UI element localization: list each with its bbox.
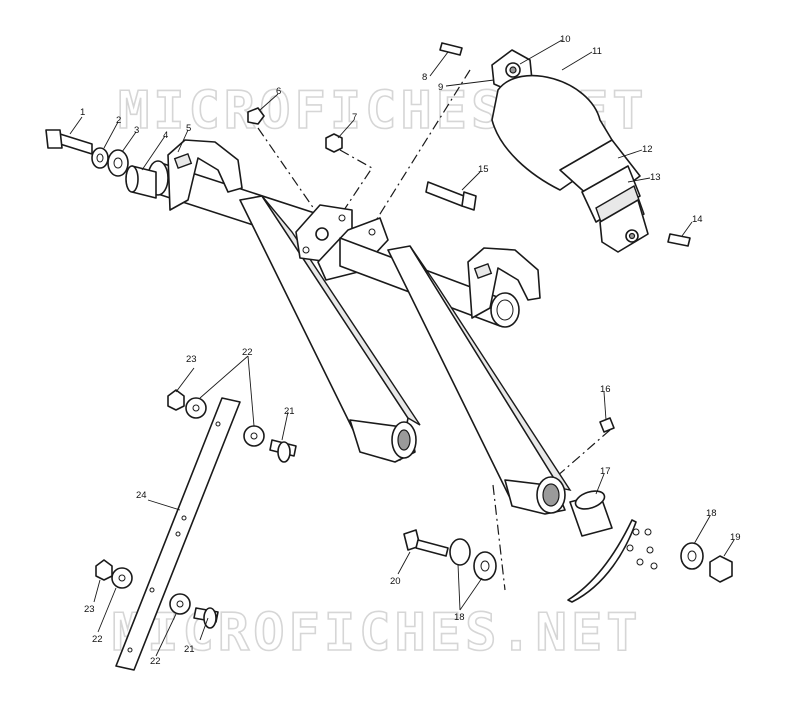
left-hardware	[45, 129, 157, 199]
callout-20: 20	[390, 576, 401, 587]
callout-13: 13	[650, 172, 661, 183]
callout-7: 7	[352, 112, 357, 123]
callout-23-upper: 23	[186, 354, 197, 365]
callout-22-lower: 22	[150, 656, 161, 667]
callout-6: 6	[276, 86, 281, 97]
callout-15: 15	[478, 164, 489, 175]
callout-2: 2	[116, 115, 121, 126]
callout-21-lower: 21	[184, 644, 195, 655]
callout-14: 14	[692, 214, 703, 225]
callout-1: 1	[80, 107, 85, 118]
callout-22-lower-left: 22	[92, 634, 103, 645]
shock-absorber	[439, 42, 691, 253]
callout-23-lower: 23	[84, 604, 95, 615]
callout-21-upper: 21	[284, 406, 295, 417]
callout-8: 8	[422, 72, 427, 83]
right-swing-arm	[339, 237, 572, 515]
callout-24: 24	[136, 490, 147, 501]
upper-hardware	[247, 107, 477, 211]
callout-3: 3	[134, 125, 139, 136]
leader-lines	[69, 39, 735, 657]
callout-12: 12	[642, 144, 653, 155]
strap-assembly	[95, 389, 297, 671]
callout-9: 9	[438, 82, 443, 93]
callout-22-upper: 22	[242, 347, 253, 358]
callout-17: 17	[600, 466, 611, 477]
callout-19: 19	[730, 532, 741, 543]
lower-right-hardware	[403, 417, 733, 603]
callout-18-bottom: 18	[454, 612, 465, 623]
callout-10: 10	[560, 34, 571, 45]
callout-4: 4	[163, 130, 168, 141]
callout-18-right: 18	[706, 508, 717, 519]
callout-11: 11	[592, 46, 602, 57]
callout-5: 5	[186, 123, 191, 134]
callout-16: 16	[600, 384, 611, 395]
callout-labels: 1 2 3 4 5 6 7 8 9 10 11 12 13 14 15 16 1…	[80, 34, 741, 667]
